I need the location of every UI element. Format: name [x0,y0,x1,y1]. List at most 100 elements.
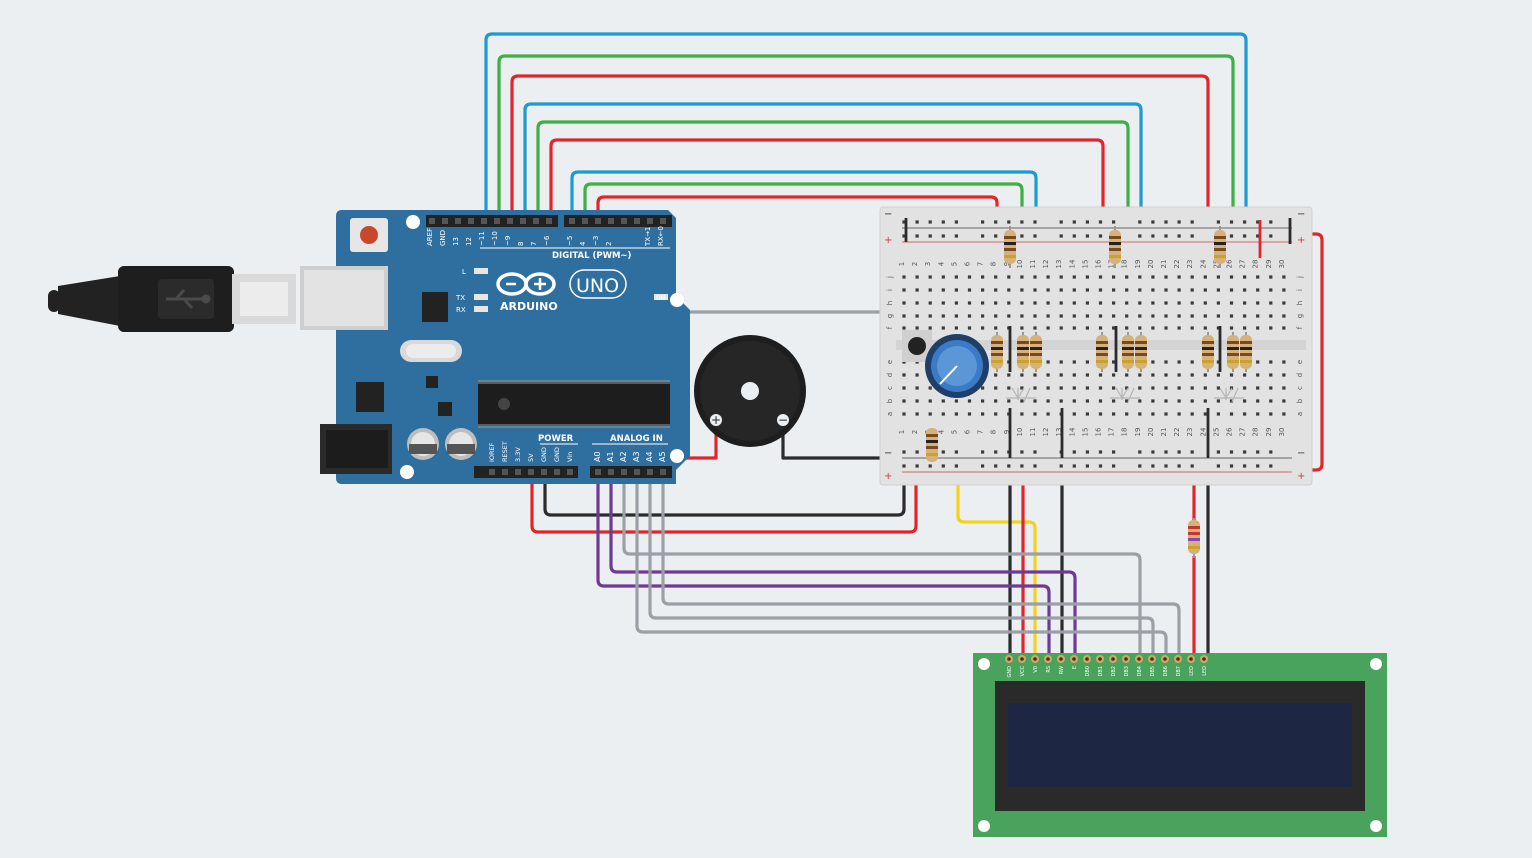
wire-gray-a2[interactable] [622,474,1142,658]
resistor[interactable] [1122,332,1134,372]
lcd-pin-label: RS [1046,666,1052,673]
chip [426,376,438,388]
analog-header[interactable] [590,466,672,478]
row-letter: g [886,314,894,318]
wire-purple-a1[interactable] [609,474,1077,658]
arduino-brand: ARDUINO [500,300,558,313]
wire-black-gnd[interactable] [543,452,906,517]
rail-plus-label: + [1297,471,1305,482]
pin-label: GND [439,230,447,246]
rail-plus-label: + [884,235,892,246]
pin-label: Vin [566,452,574,462]
mounting-hole [400,465,414,479]
backlight-resistor[interactable] [1188,518,1200,558]
mounting-hole [1370,658,1382,670]
wire-red-1[interactable] [510,74,1210,268]
lcd-pin-label: DB3 [1124,666,1130,676]
wire-red-2[interactable] [549,138,1105,268]
resistor[interactable] [1004,226,1016,268]
column-number: 9 [1003,262,1011,266]
wire-red-3[interactable] [596,195,999,268]
wire-green-3[interactable] [583,182,1024,268]
wire-red-5v[interactable] [530,474,918,534]
wire-yellow-contrast[interactable] [956,416,1037,658]
lcd-pin-label: DB4 [1137,666,1143,676]
led-l [474,268,488,274]
resistor[interactable] [1214,226,1226,268]
rail-plus-label: + [884,471,892,482]
column-number: 17 [1108,428,1116,437]
pin-label: ~5 [566,236,574,246]
arduino-uno-board[interactable]: L TX RX ON ARDUINO UNO DIGITAL (PWM~) AR… [300,210,690,484]
column-number: 14 [1068,427,1076,436]
reset-button[interactable] [350,218,388,252]
column-number: 28 [1252,260,1260,269]
column-number: 4 [937,429,945,434]
arduino-logo [496,272,556,296]
column-number: 19 [1134,428,1142,437]
resistor[interactable] [1240,332,1252,372]
resistor[interactable] [1030,332,1042,372]
resistor[interactable] [1202,332,1214,372]
uno-badge [569,269,627,299]
resistor[interactable] [1109,226,1121,268]
column-number: 15 [1081,428,1089,437]
piezo-buzzer[interactable]: + − [694,335,806,447]
lcd-pin-label: DB2 [1111,666,1117,676]
pin-label: A1 [606,451,615,462]
column-number: 7 [977,262,985,266]
wire-blue-1[interactable] [484,32,1248,268]
pin-label: 12 [465,237,473,246]
column-number: 14 [1068,259,1076,268]
column-number: 11 [1029,428,1037,437]
pin-label: 4 [579,241,587,246]
column-number: 15 [1081,260,1089,269]
column-number: 29 [1265,260,1273,269]
wire-green-1[interactable] [497,54,1235,268]
column-number: 18 [1121,260,1129,269]
column-number: 27 [1239,428,1247,437]
led-tx [474,294,488,300]
wire-purple-a0[interactable] [596,474,1051,658]
wire-blue-3[interactable] [570,170,1038,268]
column-number: 10 [1016,428,1024,437]
breadboard-labels: 1122334455667788991010111112121313141415… [886,259,1304,436]
resistor[interactable] [926,428,938,462]
power-label: POWER [538,434,574,444]
buzzer-plus-label: + [711,413,721,427]
wire-red-rail[interactable] [1290,232,1324,472]
column-number: 6 [964,261,972,266]
row-letter: g [1296,314,1304,318]
resistor[interactable] [1227,332,1239,372]
lcd-pin-label: RW [1059,666,1065,674]
lcd-pin-label: DB7 [1176,666,1182,676]
column-number: 17 [1108,260,1116,269]
pin-label: A5 [658,451,667,462]
power-header[interactable] [474,466,578,478]
resistor[interactable] [991,332,1003,372]
resistor[interactable] [1135,332,1147,372]
pin-label: ~6 [543,235,551,246]
lcd-pin-label: GND [1007,666,1013,678]
wire-green-2[interactable] [536,120,1130,268]
wire-gray-a3[interactable] [635,474,1168,658]
mounting-hole [670,449,684,463]
potentiometer[interactable] [925,334,989,398]
column-number: 29 [1265,428,1273,437]
rgb-led[interactable] [1006,387,1244,403]
usb-cable[interactable] [48,266,296,332]
wire-blue-2[interactable] [523,102,1143,268]
wire-gray-a5[interactable] [661,474,1181,658]
rail-minus-label: − [1297,209,1305,220]
column-number: 26 [1226,259,1234,268]
resistor[interactable] [1017,332,1029,372]
pin-label: 2 [605,242,613,246]
breadboard-holes [902,220,1286,468]
wire-gray-a4[interactable] [648,474,1155,658]
mounting-hole [670,293,684,307]
lcd-pin-label: LED [1202,666,1208,676]
resistor[interactable] [1096,332,1108,372]
column-number: 10 [1016,260,1024,269]
